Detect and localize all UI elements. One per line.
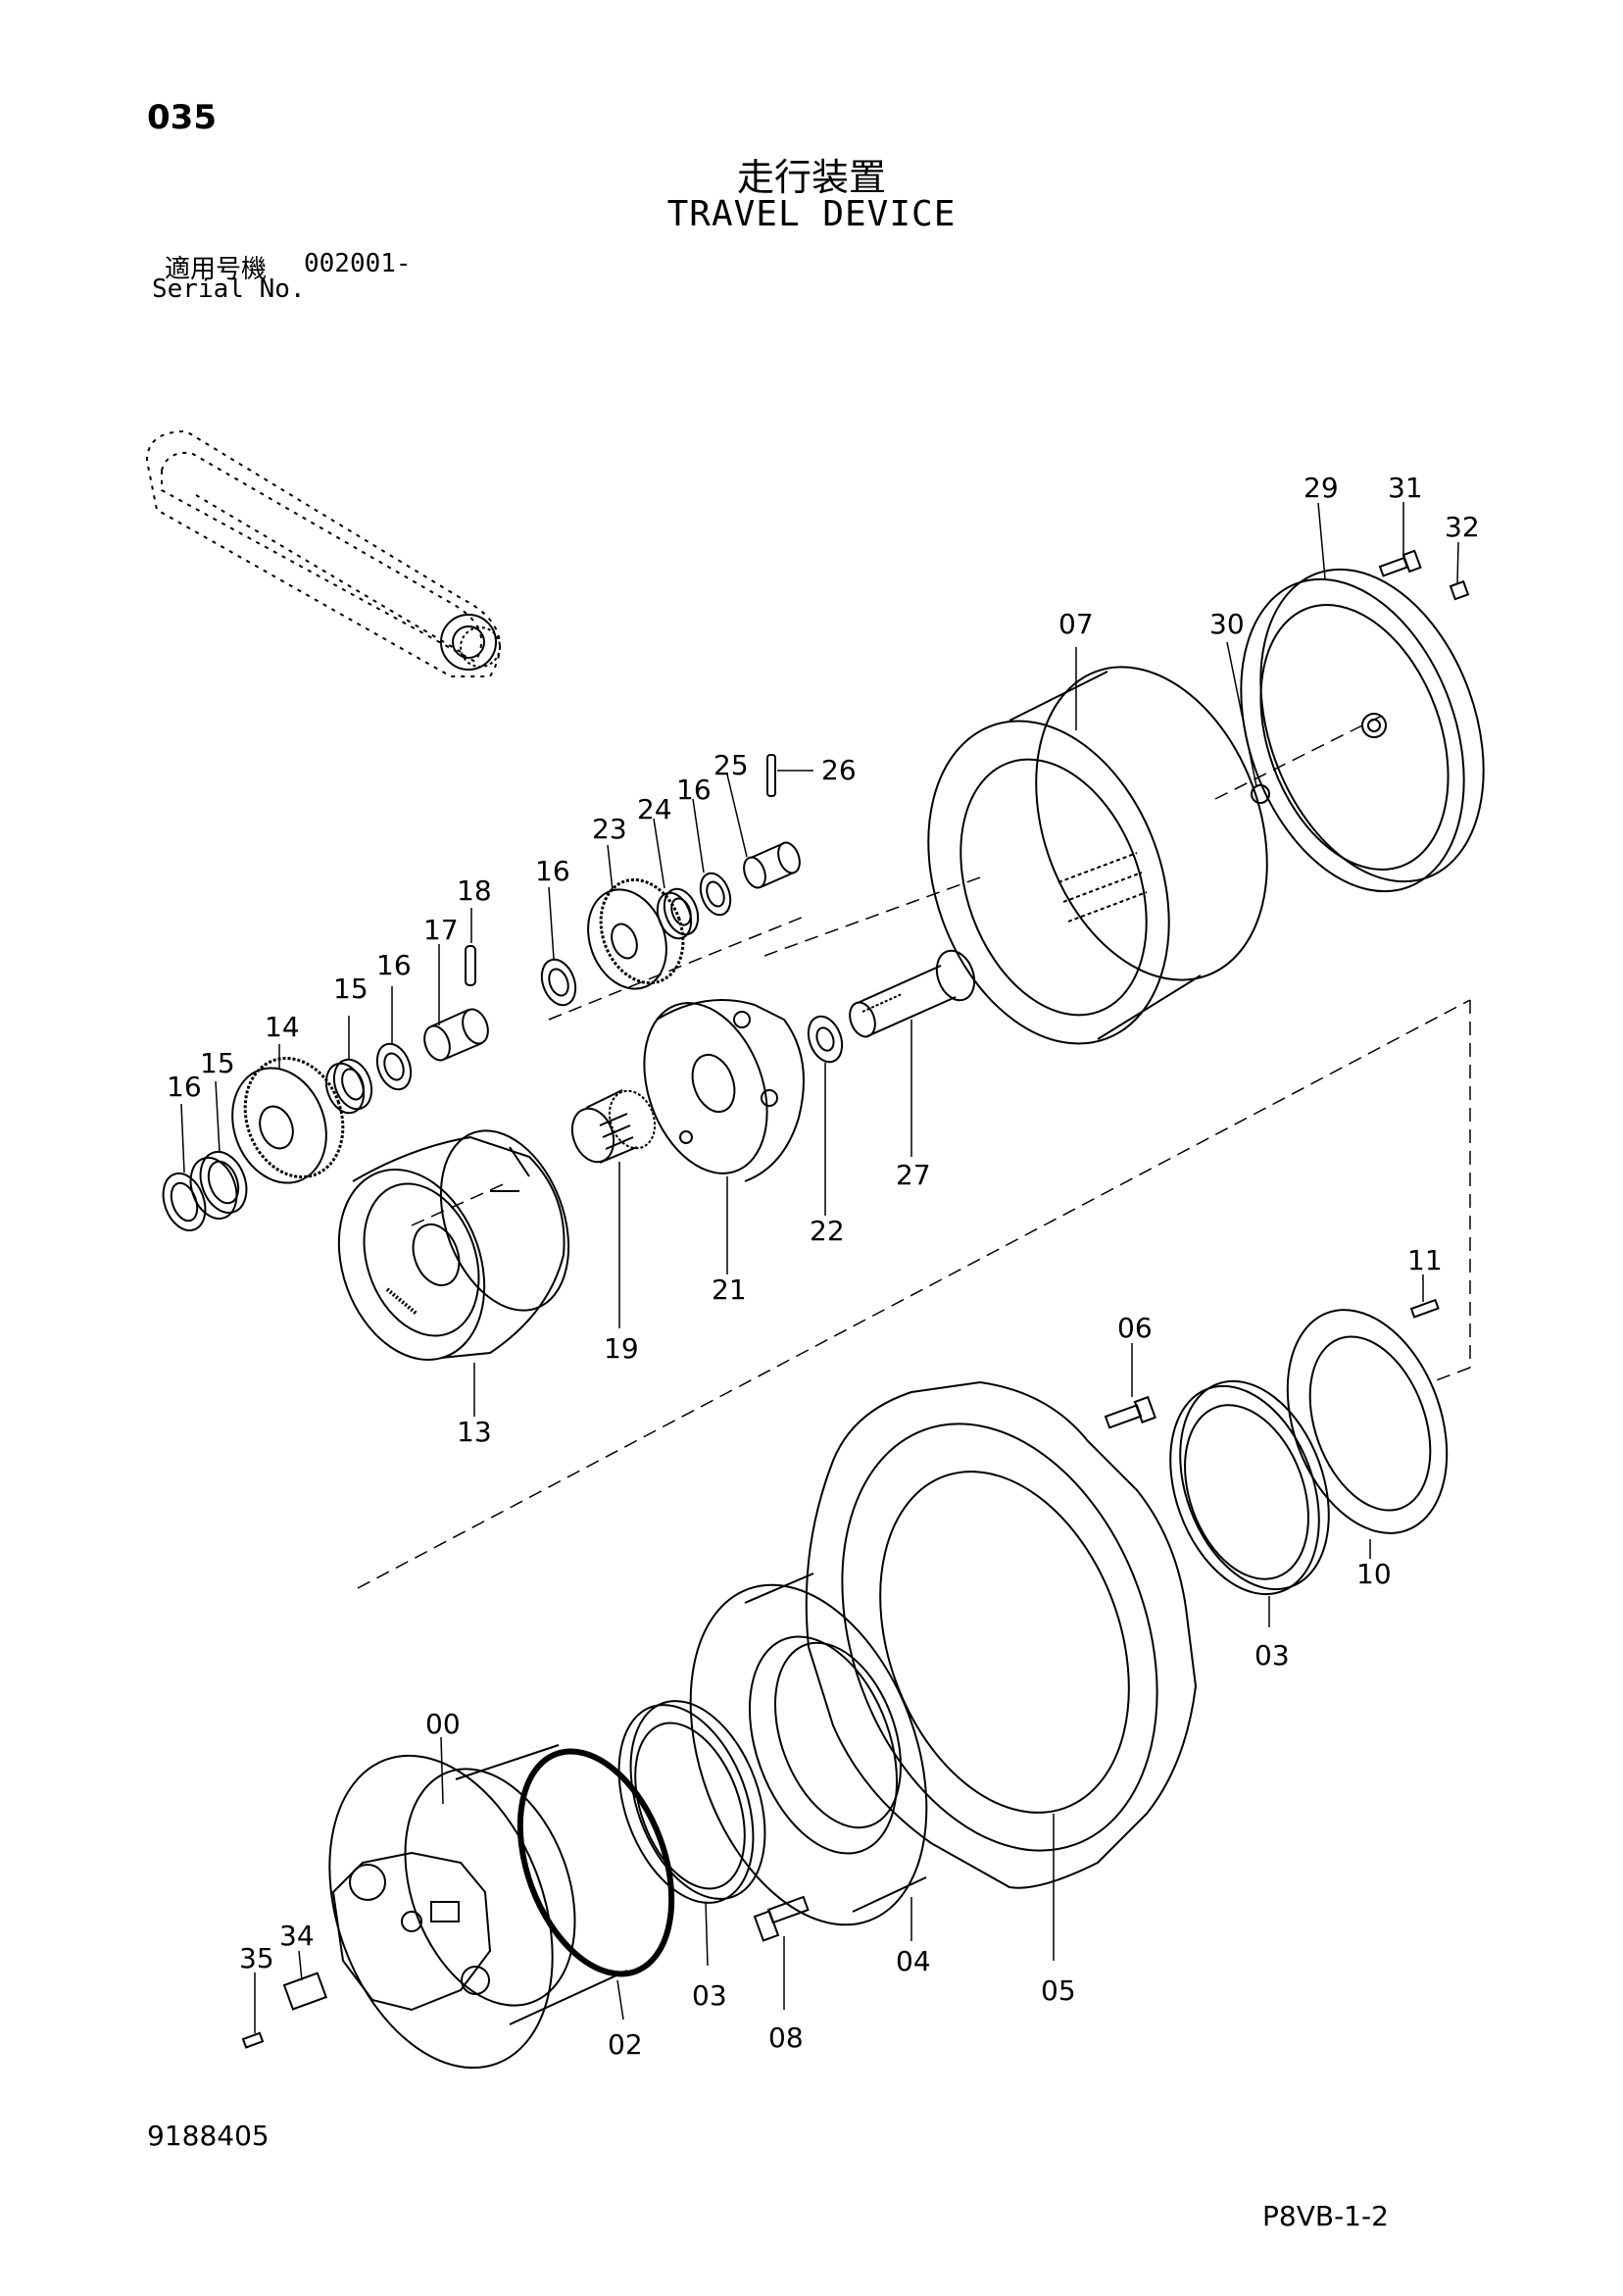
callout-labels: 16 15 14 15 16 17 18 16 23 24 16 25 26 1…: [167, 472, 1480, 2061]
callout-13: 13: [457, 1416, 492, 1448]
sprocket-thumbnail: [440, 614, 501, 671]
cover-29: [1240, 568, 1485, 893]
callout-16: 16: [535, 855, 570, 887]
shaft-17: [423, 1008, 489, 1062]
serial-value: 002001-: [304, 249, 412, 278]
cover-10: [1286, 1309, 1449, 1534]
screw-35: [241, 2031, 265, 2049]
planet-carrier-21: [643, 999, 805, 1182]
title-japanese: 走行装置: [736, 156, 886, 199]
callout-23: 23: [592, 813, 627, 845]
callout-21: 21: [712, 1273, 747, 1306]
sprocket-05: [805, 1380, 1198, 1889]
floating-seal-03-upper: [1169, 1379, 1330, 1596]
callout-27: 27: [896, 1159, 931, 1191]
washer-16-upper: [540, 958, 577, 1007]
serial-label-japanese: 適用号機: [165, 255, 268, 284]
travel-motor-00: [328, 1744, 628, 2070]
callout-35: 35: [239, 1942, 274, 1974]
bearing-15-middle: [324, 1058, 373, 1115]
callout-03: 03: [692, 1979, 727, 2012]
callout-16: 16: [676, 774, 712, 806]
bolt-06: [1104, 1395, 1156, 1429]
callout-34: 34: [279, 1920, 315, 1952]
floating-seal-03-lower: [617, 1700, 766, 1904]
washer-16-middle: [375, 1042, 413, 1091]
plug-30: [1251, 784, 1270, 804]
shaft-25: [743, 841, 801, 889]
callout-14: 14: [265, 1011, 300, 1043]
callout-07: 07: [1058, 608, 1094, 640]
assembly-axis-lines: [357, 715, 1471, 1589]
bolt-31: [1378, 549, 1422, 577]
pin-18: [465, 945, 476, 986]
title-english: TRAVEL DEVICE: [666, 194, 957, 234]
reference-code: P8VB-1-2: [1262, 2200, 1389, 2232]
leader-lines: [180, 502, 1459, 2033]
callout-11: 11: [1407, 1244, 1443, 1276]
callout-25: 25: [713, 749, 749, 781]
o-ring-02: [516, 1748, 675, 1977]
callout-24: 24: [637, 793, 672, 825]
callout-29: 29: [1303, 472, 1339, 504]
document-id: 9188405: [147, 2120, 270, 2152]
callout-06: 06: [1117, 1312, 1153, 1344]
callout-00: 00: [425, 1708, 461, 1740]
callout-05: 05: [1041, 1974, 1076, 2007]
crawler-track-thumbnail: [145, 429, 501, 677]
page-number: 035: [147, 98, 217, 137]
serial-label-english: Serial No.: [152, 275, 306, 304]
output-shaft-27: [849, 949, 976, 1038]
bearing-15-left: [189, 1151, 248, 1220]
pin-11: [1409, 1298, 1440, 1319]
callout-22: 22: [810, 1215, 845, 1247]
callout-31: 31: [1388, 472, 1423, 504]
callout-26: 26: [821, 754, 857, 786]
callout-03: 03: [1254, 1639, 1290, 1672]
pin-26: [766, 754, 776, 797]
planet-gear-14: [231, 1056, 345, 1184]
callout-08: 08: [768, 2021, 804, 2054]
callout-16: 16: [167, 1071, 202, 1103]
hub-04: [689, 1572, 928, 1926]
bearing-24: [656, 887, 700, 940]
callout-30: 30: [1209, 608, 1245, 640]
planet-gear-23: [587, 877, 685, 990]
callout-15: 15: [333, 973, 369, 1005]
bolt-08: [753, 1895, 810, 1942]
sun-gear-19: [570, 1089, 657, 1164]
callout-04: 04: [896, 1945, 931, 1977]
carrier-housing-13: [337, 1129, 570, 1361]
plate-34: [282, 1972, 328, 2011]
callout-17: 17: [423, 914, 459, 946]
washer-16-left: [162, 1172, 207, 1232]
callout-19: 19: [604, 1332, 639, 1365]
callout-02: 02: [608, 2028, 643, 2061]
plug-32: [1449, 579, 1470, 601]
callout-10: 10: [1356, 1558, 1392, 1590]
washer-16-right: [699, 872, 732, 917]
ring-gear-07: [927, 666, 1268, 1045]
callout-32: 32: [1445, 511, 1480, 543]
callout-16: 16: [376, 949, 412, 981]
washer-22: [807, 1015, 844, 1064]
callout-15: 15: [200, 1047, 235, 1079]
callout-18: 18: [457, 874, 492, 907]
